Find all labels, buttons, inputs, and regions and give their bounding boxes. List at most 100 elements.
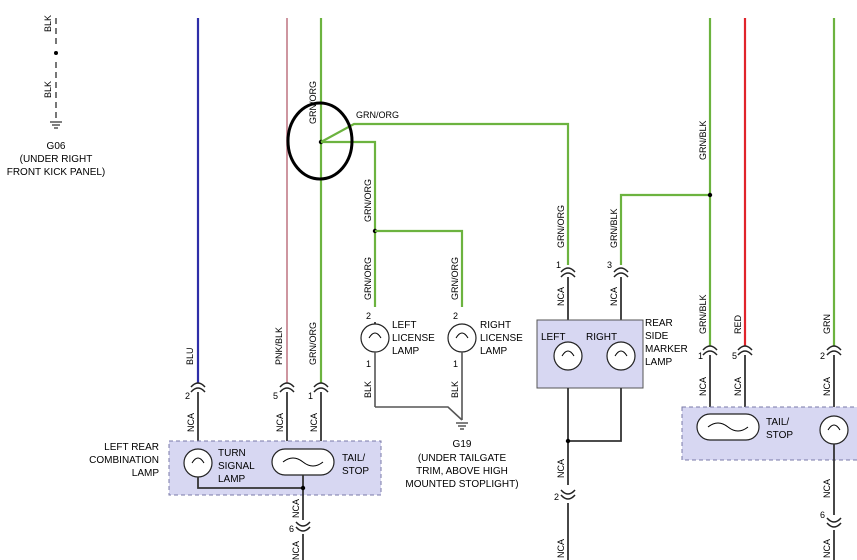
connector-icon [702,350,718,356]
nca-label: NCA [556,287,566,306]
rear-side-pin-right: 3 [607,260,612,270]
splice-dot [300,485,306,491]
connector-icon [295,521,311,527]
rear-side-right-bulb-icon [606,341,636,371]
connector-icon [737,345,753,351]
left-combo-pin-6: 6 [289,524,294,534]
right-license-pin-bottom: 1 [453,359,458,369]
filament-icon [282,457,324,467]
filament-icon [707,422,749,432]
ground-g06-loc2: FRONT KICK PANEL) [7,167,106,178]
right-license-bulb-icon [447,323,477,353]
ground-g06-id: G06 [47,141,66,152]
nca-label: NCA [291,499,301,518]
left-combo-label-1: LEFT REAR [104,442,159,453]
ground-g19-icon [456,422,468,430]
ground-g19-id: G19 [453,439,472,450]
rear-side-label-2: SIDE [645,331,669,342]
connector-icon [826,517,842,523]
right-turn-bulb-icon [819,415,849,445]
wire-label-grn: GRN [822,314,832,334]
wire-label-pnk-blk: PNK/BLK [274,327,284,365]
wire-label-grn-blk-right: GRN/BLK [698,294,708,334]
right-tail-label-2: STOP [766,430,793,441]
wire-label-grn-blk-top: GRN/BLK [698,120,708,160]
nca-label: NCA [698,377,708,396]
connector-icon [190,387,206,393]
nca-label: NCA [733,377,743,396]
right-combo-pin-1: 1 [698,351,703,361]
blk-wire-to-g19 [375,406,463,421]
nca-label: NCA [822,377,832,396]
connector-icon [295,526,311,532]
filament-icon [368,332,382,339]
wire-label-blu: BLU [185,347,195,365]
annotation-circle [286,101,354,181]
connector-icon [702,345,718,351]
wire-label-blk-left-lic: BLK [363,381,373,398]
grn-org-branch-wire [321,140,377,307]
right-combo-pin-6: 6 [820,510,825,520]
connector-icon [560,272,576,278]
wire-label-grn-org-comb: GRN/ORG [308,322,318,365]
nca-label: NCA [309,413,319,432]
ground-g19-loc2: TRIM, ABOVE HIGH [416,466,508,477]
rear-side-left-label: LEFT [541,332,565,343]
blk-wire-rear-right [568,388,622,442]
ground-g06-icon [50,121,62,129]
wire-label-grn-blk-rear-side: GRN/BLK [609,208,619,248]
nca-label: NCA [822,539,832,558]
connector-icon [613,272,629,278]
connector-icon [826,350,842,356]
connector-icon [560,267,576,273]
connector-icon [279,382,295,388]
left-combo-label-3: LAMP [132,468,160,479]
filament-icon [191,457,205,464]
connector-icon [737,350,753,356]
rear-side-label-3: MARKER [645,344,688,355]
pin-2-bottom: 2 [554,492,559,502]
left-license-pin-bottom: 1 [366,359,371,369]
splice-dot [54,51,58,55]
nca-label: NCA [822,479,832,498]
filament-icon [827,424,841,431]
connector-icon [613,267,629,273]
connector-icon [560,494,576,500]
left-combo-pin-1: 1 [308,391,313,401]
filament-icon [561,350,575,357]
nca-label: NCA [186,413,196,432]
wire-label-grn-org-branch: GRN/ORG [363,179,373,222]
wire-label-grn-org-left-lic: GRN/ORG [363,257,373,300]
wire-label-grn-org-horiz: GRN/ORG [356,110,399,120]
right-combo-pin-2: 2 [820,351,825,361]
left-license-label-3: LAMP [392,346,420,357]
right-license-label-1: RIGHT [480,320,511,331]
connector-icon [313,387,329,393]
left-combo-pin-2: 2 [185,391,190,401]
left-tail-label-1: TAIL/ [342,453,365,464]
connector-icon [560,489,576,495]
connector-icon [313,382,329,388]
nca-label: NCA [556,539,566,558]
nca-label: NCA [275,413,285,432]
right-license-pin-top: 2 [453,311,458,321]
wire-label-grn-org-right-lic: GRN/ORG [450,257,460,300]
wire-label-blk-right-lic: BLK [450,381,460,398]
right-license-label-2: LICENSE [480,333,523,344]
left-tail-label-2: STOP [342,466,369,477]
filament-icon [614,350,628,357]
left-turn-label-2: SIGNAL [218,461,255,472]
rear-side-pin-left: 1 [556,260,561,270]
right-license-label-3: LAMP [480,346,508,357]
connector-icon [190,382,206,388]
wire-label-blk-top: BLK [43,15,53,32]
nca-label: NCA [291,541,301,560]
left-turn-label-1: TURN [218,448,246,459]
left-license-bulb-icon [360,323,390,353]
right-combo-pin-5: 5 [732,351,737,361]
nca-label: NCA [609,287,619,306]
grn-org-right-lic-wire [375,229,464,307]
connector-icon [279,387,295,393]
